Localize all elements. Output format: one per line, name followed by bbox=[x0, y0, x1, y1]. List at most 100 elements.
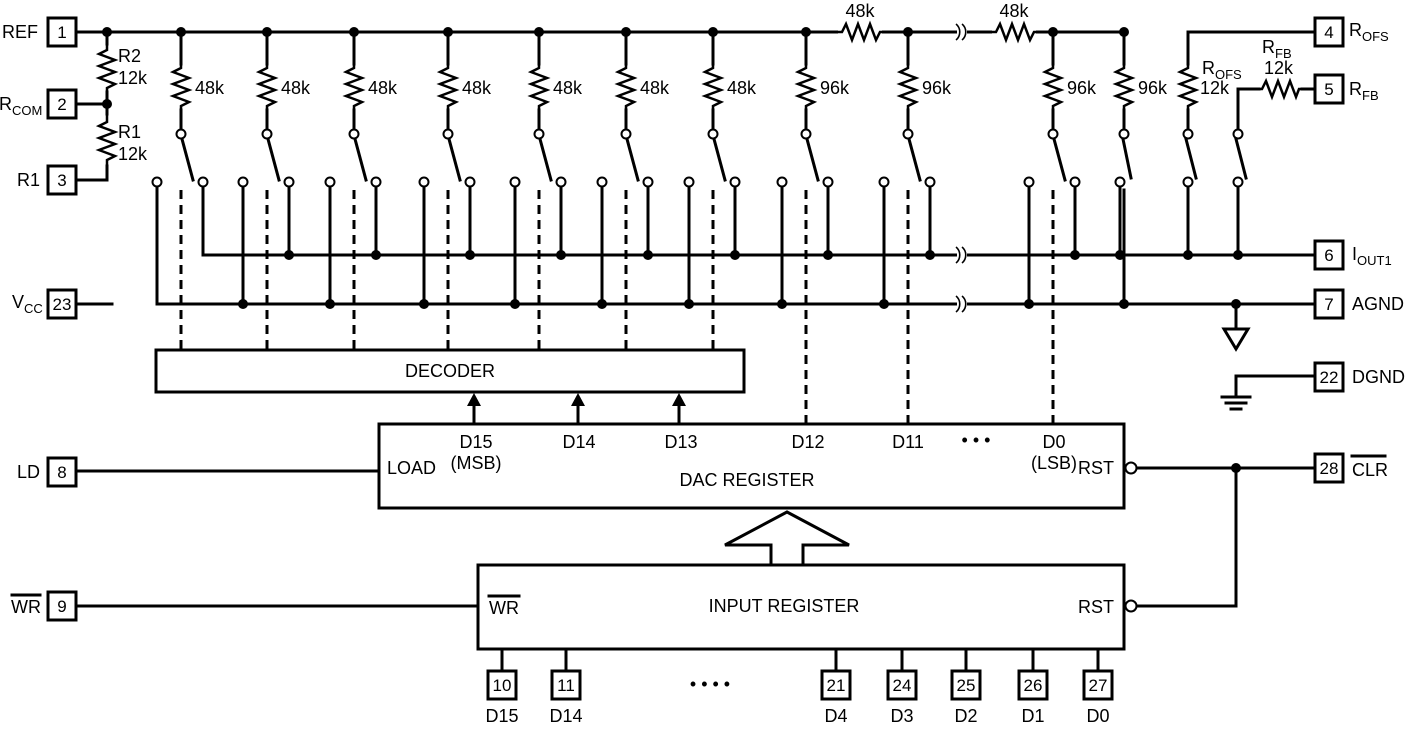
pin-rfb: 5 RFB bbox=[1313, 73, 1379, 105]
dac-lsb-label: (LSB) bbox=[1031, 453, 1077, 473]
pin-agnd: 7 AGND bbox=[1313, 288, 1404, 320]
ladder-resistor-value: 48k bbox=[462, 78, 492, 98]
pin-label: D2 bbox=[954, 706, 977, 726]
pin-label: D15 bbox=[485, 706, 518, 726]
digital-ground-icon bbox=[1220, 374, 1317, 411]
pin-rofs: 4 ROFS bbox=[1313, 16, 1389, 48]
ladder-branch: 48k bbox=[596, 27, 670, 350]
rofs-name-label: ROFS bbox=[1202, 58, 1242, 82]
ladder-resistor-value: 48k bbox=[368, 78, 398, 98]
pin-number: 28 bbox=[1320, 459, 1339, 478]
rfb-name-label: RFB bbox=[1262, 37, 1292, 61]
pin-label: R1 bbox=[17, 170, 40, 190]
r1-value-label: 12k bbox=[118, 144, 148, 164]
pin-number: 5 bbox=[1324, 80, 1333, 99]
pin-rcom: 2 RCOM bbox=[0, 88, 78, 120]
pin-label: DGND bbox=[1352, 367, 1405, 387]
pin-number: 8 bbox=[57, 463, 66, 482]
node-rcom bbox=[102, 99, 112, 109]
input-pins-ellipsis: • • • • bbox=[690, 674, 730, 694]
dac-d12-label: D12 bbox=[791, 432, 824, 452]
pin-clr: 28 CLR bbox=[1313, 452, 1388, 484]
pin-dgnd: 22 DGND bbox=[1313, 361, 1405, 393]
pin-number: 25 bbox=[957, 676, 976, 695]
ladder-resistor-value: 48k bbox=[553, 78, 583, 98]
pin-number: 3 bbox=[57, 171, 66, 190]
pin-label: D0 bbox=[1086, 706, 1109, 726]
pin-label: IOUT1 bbox=[1352, 244, 1392, 268]
ladder-resistor-value: 48k bbox=[195, 78, 225, 98]
input-register-label: INPUT REGISTER bbox=[709, 596, 860, 616]
ladder-resistor-value: 48k bbox=[640, 78, 670, 98]
pin-label: D3 bbox=[890, 706, 913, 726]
pin-label: ROFS bbox=[1349, 20, 1389, 44]
pin-number: 6 bbox=[1324, 246, 1333, 265]
pin-number: 24 bbox=[893, 676, 912, 695]
input-register-block bbox=[476, 563, 1126, 651]
node-ref bbox=[102, 27, 112, 37]
ground-icon bbox=[1221, 299, 1251, 352]
ladder-branch: 48k bbox=[418, 27, 492, 350]
input-wr-label: WR bbox=[489, 598, 519, 618]
wire-break-icon bbox=[955, 20, 968, 44]
bus-arrow-icon bbox=[724, 510, 850, 566]
r2-name-label: R2 bbox=[118, 46, 141, 66]
dac-d0-label: D0 bbox=[1042, 432, 1065, 452]
dac-d14-label: D14 bbox=[562, 432, 595, 452]
ladder-branch: 48k bbox=[324, 27, 398, 350]
pin-ref: 1 REF bbox=[2, 16, 78, 48]
rofs-value-label: 12k bbox=[1200, 78, 1230, 98]
pin-number: 26 bbox=[1024, 676, 1043, 695]
wire-break-icon bbox=[955, 243, 968, 267]
input-rst-label: RST bbox=[1078, 597, 1114, 617]
pin-label: D1 bbox=[1021, 706, 1044, 726]
decoder-block bbox=[154, 348, 746, 394]
ladder-resistor-value: 96k bbox=[1138, 78, 1168, 98]
ladder-branch: 48k bbox=[237, 27, 311, 350]
ladder-resistor-value: 96k bbox=[922, 78, 952, 98]
pin-label: AGND bbox=[1352, 294, 1404, 314]
ladder-resistor-value: 48k bbox=[727, 78, 757, 98]
dac-rst-label: RST bbox=[1078, 458, 1114, 478]
pin-number: 9 bbox=[57, 597, 66, 616]
decoder-label: DECODER bbox=[405, 361, 495, 381]
ladder-branch: 48k bbox=[683, 27, 757, 350]
pin-wr: 9 WR bbox=[10, 590, 480, 622]
wire-break-icon bbox=[955, 292, 968, 316]
series-resistor-value: 48k bbox=[999, 1, 1029, 21]
pin-label: RFB bbox=[1349, 79, 1379, 103]
dac-msb-label: (MSB) bbox=[451, 453, 502, 473]
ladder-branch: 96k bbox=[776, 27, 850, 424]
pin-r1: 3 R1 bbox=[17, 164, 78, 196]
r2-resistor bbox=[95, 44, 119, 92]
series-resistor-value: 48k bbox=[845, 1, 875, 21]
dac-load-label: LOAD bbox=[387, 458, 436, 478]
rofs-network bbox=[1176, 30, 1317, 260]
pin-number: 4 bbox=[1324, 23, 1333, 42]
pin-label: D4 bbox=[824, 706, 847, 726]
dac-d15-label: D15 bbox=[459, 432, 492, 452]
decoder-input-arrows bbox=[467, 393, 686, 426]
r2-value-label: 12k bbox=[118, 68, 148, 88]
pin-number: 11 bbox=[557, 676, 575, 695]
pin-number: 2 bbox=[57, 95, 66, 114]
ladder-resistor-value: 48k bbox=[281, 78, 311, 98]
ladder-branch: 48k bbox=[509, 27, 583, 350]
ladder-branch: 96k bbox=[878, 27, 952, 424]
pin-label: VCC bbox=[12, 292, 43, 316]
pin-label: REF bbox=[2, 22, 38, 42]
pin-number: 7 bbox=[1324, 295, 1333, 314]
pin-label: D14 bbox=[549, 706, 582, 726]
dac-ellipsis: • • • bbox=[962, 430, 991, 450]
ladder-branch: 96k bbox=[1112, 27, 1168, 309]
pin-label: LD bbox=[17, 462, 40, 482]
pin-vcc: 23 VCC bbox=[12, 288, 114, 320]
pin-label: RCOM bbox=[0, 94, 42, 118]
